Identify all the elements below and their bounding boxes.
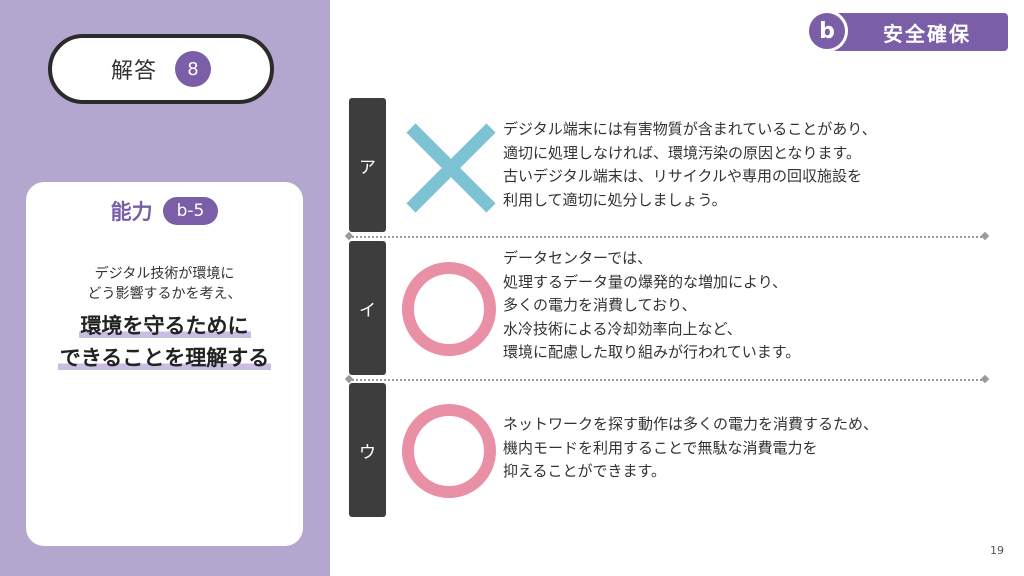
row-divider xyxy=(349,379,985,381)
explanation-line: ネットワークを探す動作は多くの電力を消費するため、 xyxy=(503,415,879,433)
row-label: ウ xyxy=(349,383,386,517)
explanation-line: 処理するデータ量の爆発的な増加により、 xyxy=(503,272,788,291)
cross-mark-icon xyxy=(406,123,496,213)
answer-number-badge: 8 xyxy=(175,51,211,87)
ability-emphasis-line: できることを理解する xyxy=(57,346,272,370)
explanation-line: 多くの電力を消費しており、 xyxy=(503,296,697,314)
ability-title: 能力 xyxy=(110,200,153,224)
ability-card: 能力 b-5 デジタル技術が環境に どう影響するかを考え、 環境を守るために で… xyxy=(26,182,303,546)
row-explanation: デジタル端末には有害物質が含まれていることがあり、 適切に処理しなければ、環境汚… xyxy=(503,118,877,212)
ability-text-line: デジタル技術が環境に xyxy=(94,266,235,282)
topic-badge: 安全確保 b xyxy=(806,10,1008,52)
explanation-line: データセンターでは、 xyxy=(503,249,653,267)
explanation-line: 適切に処理しなければ、環境汚染の原因となります。 xyxy=(503,143,862,162)
topic-title: 安全確保 xyxy=(828,13,1008,51)
answer-row-i: イ データセンターでは、 処理するデータ量の爆発的な増加により、 多くの電力を消… xyxy=(349,241,989,375)
row-label: ア xyxy=(349,98,386,232)
answer-row-u: ウ ネットワークを探す動作は多くの電力を消費するため、 機内モードを利用すること… xyxy=(349,383,989,517)
ability-emphasis-line: 環境を守るために xyxy=(78,314,251,338)
circle-mark-icon xyxy=(402,404,496,498)
explanation-line: 環境に配慮した取り組みが行われています。 xyxy=(503,343,801,361)
topic-letter-circle: b xyxy=(806,10,848,52)
ability-header: 能力 b-5 xyxy=(26,196,303,226)
explanation-line: デジタル端末には有害物質が含まれていることがあり、 xyxy=(503,120,877,138)
row-explanation: データセンターでは、 処理するデータ量の爆発的な増加により、 多くの電力を消費し… xyxy=(503,247,800,365)
explanation-line: 利用して適切に処分しましょう。 xyxy=(503,190,727,209)
explanation-line: 水冷技術による冷却効率向上など、 xyxy=(503,319,742,338)
row-explanation: ネットワークを探す動作は多くの電力を消費するため、 機内モードを利用することで無… xyxy=(503,413,878,484)
page-number: 19 xyxy=(990,544,1004,557)
row-label: イ xyxy=(349,241,386,375)
row-divider xyxy=(349,236,985,238)
explanation-line: 機内モードを利用することで無駄な消費電力を xyxy=(503,438,818,457)
left-panel: 解答 8 能力 b-5 デジタル技術が環境に どう影響するかを考え、 環境を守る… xyxy=(0,0,330,576)
ability-text-line: どう影響するかを考え、 xyxy=(87,286,242,302)
answer-pill: 解答 8 xyxy=(48,34,274,104)
answer-label: 解答 xyxy=(110,59,157,84)
ability-description: デジタル技術が環境に どう影響するかを考え、 xyxy=(26,264,303,304)
circle-mark-icon xyxy=(402,262,496,356)
explanation-line: 抑えることができます。 xyxy=(503,462,667,480)
ability-emphasis: 環境を守るために できることを理解する xyxy=(26,310,303,374)
explanation-line: 古いデジタル端末は、リサイクルや専用の回収施設を xyxy=(503,167,862,185)
ability-code-badge: b-5 xyxy=(162,197,219,225)
answer-row-a: ア デジタル端末には有害物質が含まれていることがあり、 適切に処理しなければ、環… xyxy=(349,98,989,232)
